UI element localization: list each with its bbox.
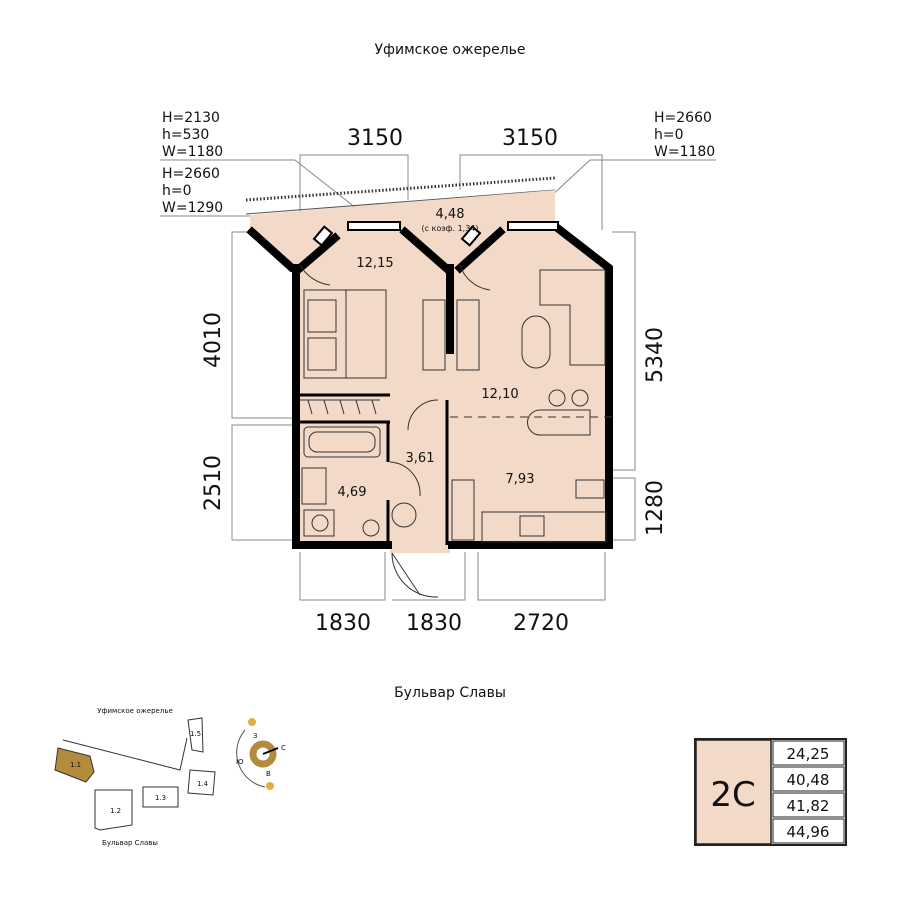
svg-text:З: З [253, 732, 258, 740]
room-hall-area: 3,61 [406, 451, 435, 466]
apartment-floor [250, 190, 612, 553]
room-bath-area: 4,69 [338, 485, 367, 500]
room-balcony-area: 4,48 [436, 207, 465, 222]
dim-left-upper: 4010 [201, 312, 226, 368]
dim-top-right: 3150 [502, 126, 558, 151]
svg-text:Бульвар Славы: Бульвар Славы [102, 839, 158, 847]
svg-text:1.2: 1.2 [110, 807, 121, 815]
dim-top-left: 3150 [347, 126, 403, 151]
dim-left-lower: 2510 [201, 455, 226, 511]
dim-bottom-mid: 1830 [406, 611, 462, 636]
room-living-area: 12,10 [481, 387, 518, 402]
svg-text:В: В [266, 770, 271, 778]
furniture [300, 269, 607, 543]
svg-text:1.3: 1.3 [155, 794, 166, 802]
svg-text:1.1: 1.1 [70, 761, 81, 769]
svg-text:1.5: 1.5 [190, 730, 201, 738]
area-value: 44,96 [787, 823, 830, 841]
svg-text:h=0: h=0 [162, 183, 192, 199]
svg-text:W=1180: W=1180 [162, 144, 223, 160]
svg-text:Ю: Ю [236, 758, 244, 766]
room-bedroom-area: 12,15 [356, 256, 393, 271]
area-value: 24,25 [787, 745, 830, 763]
street-bottom-label: Бульвар Славы [394, 685, 506, 701]
opening-label-3: H=2660 h=0 W=1180 [654, 110, 715, 160]
svg-text:h=0: h=0 [654, 127, 684, 143]
dim-right-upper: 5340 [643, 327, 668, 383]
svg-text:Уфимское ожерелье: Уфимское ожерелье [97, 707, 173, 715]
apartment-summary: 2C 24,25 40,48 41,82 44,96 [694, 738, 847, 846]
walls [246, 224, 613, 549]
dim-right-lower: 1280 [643, 480, 668, 536]
dim-bottom-right: 2720 [513, 611, 569, 636]
windows [312, 221, 559, 247]
svg-text:H=2660: H=2660 [654, 110, 712, 126]
svg-text:H=2130: H=2130 [162, 110, 220, 126]
compass: З С Ю В [236, 718, 286, 790]
dimension-guides [231, 154, 636, 601]
opening-label-2: H=2660 h=0 W=1290 [162, 166, 223, 216]
svg-text:1.4: 1.4 [197, 780, 209, 788]
area-value: 41,82 [787, 797, 830, 815]
dim-bottom-left: 1830 [315, 611, 371, 636]
svg-text:h=530: h=530 [162, 127, 209, 143]
svg-text:H=2660: H=2660 [162, 166, 220, 182]
room-balcony-note: (с коэф. 1,34) [421, 224, 478, 233]
opening-label-1: H=2130 h=530 W=1180 [162, 110, 223, 160]
room-kitchen-area: 7,93 [506, 472, 535, 487]
area-value: 40,48 [787, 771, 830, 789]
svg-text:W=1290: W=1290 [162, 200, 223, 216]
balcony-railing [245, 176, 556, 202]
svg-text:W=1180: W=1180 [654, 144, 715, 160]
site-minimap: Уфимское ожерелье Бульвар Славы 1.1 1.2 … [54, 707, 216, 847]
svg-text:С: С [281, 744, 286, 752]
street-top-label: Уфимское ожерелье [374, 42, 525, 58]
apartment-type: 2C [710, 775, 755, 815]
doors [299, 264, 491, 598]
